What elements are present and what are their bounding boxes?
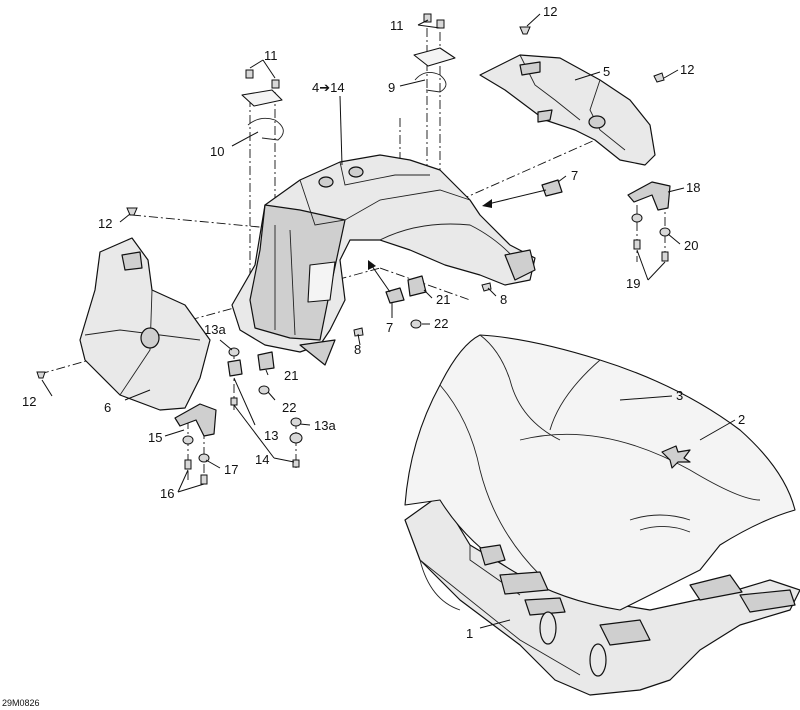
seat-emblem — [661, 445, 691, 469]
callout-21-right: 21 — [436, 292, 450, 307]
callout-21-left: 21 — [284, 368, 298, 383]
rear-fender-frame — [231, 154, 536, 366]
callout-22-right: 22 — [434, 316, 448, 331]
direction-arrows — [368, 189, 547, 293]
left-side-panel — [79, 237, 211, 411]
callout-8-right: 8 — [500, 292, 507, 307]
push-rivet-12-right — [653, 72, 665, 83]
leader-lines — [41, 13, 736, 629]
callout-13: 13 — [264, 428, 278, 443]
callout-22-left: 22 — [282, 400, 296, 415]
upper-right-shroud — [479, 54, 656, 166]
callout-2: 2 — [738, 412, 745, 427]
callout-6: 6 — [104, 400, 111, 415]
callout-13a-left: 13a — [204, 322, 226, 337]
callout-12-right: 12 — [680, 62, 694, 77]
callout-labels: 1 2 3 4➔14 5 6 7 7 8 8 9 10 11 11 12 12 … — [22, 4, 745, 641]
bracket-15 — [174, 403, 217, 437]
callout-11-top: 11 — [390, 18, 404, 33]
callout-5: 5 — [603, 64, 610, 79]
callout-16: 16 — [160, 486, 174, 501]
callout-12-top: 12 — [543, 4, 557, 19]
callout-3: 3 — [676, 388, 683, 403]
seat-assembly — [404, 334, 800, 696]
callout-8-left: 8 — [354, 342, 361, 357]
hardware — [36, 13, 671, 485]
left-panel-body — [79, 237, 211, 411]
clip-7-right — [541, 179, 563, 197]
callout-14: 14 — [255, 452, 269, 467]
callout-19: 19 — [626, 276, 640, 291]
callout-20: 20 — [684, 238, 698, 253]
push-rivet-12-left-bottom — [36, 371, 46, 379]
callout-13a-right: 13a — [314, 418, 336, 433]
callout-15: 15 — [148, 430, 162, 445]
bracket-18 — [627, 181, 671, 211]
callout-12-left-top: 12 — [98, 216, 112, 231]
push-rivet-12-top — [519, 26, 531, 35]
seat-cushion — [404, 334, 796, 611]
callout-7-right: 7 — [571, 168, 578, 183]
callout-10: 10 — [210, 144, 224, 159]
fender-underside — [249, 204, 346, 341]
callout-18: 18 — [686, 180, 700, 195]
callout-12-left-bottom: 12 — [22, 394, 36, 409]
drawing-code: 29M0826 — [2, 698, 40, 708]
callout-4-14: 4➔14 — [312, 80, 345, 95]
clip-7-left — [385, 287, 405, 304]
callout-11-left: 11 — [264, 48, 278, 63]
push-rivet-12-left-top — [126, 207, 138, 216]
callout-17: 17 — [224, 462, 238, 477]
callout-7-left: 7 — [386, 320, 393, 335]
callout-9: 9 — [388, 80, 395, 95]
callout-1: 1 — [466, 626, 473, 641]
